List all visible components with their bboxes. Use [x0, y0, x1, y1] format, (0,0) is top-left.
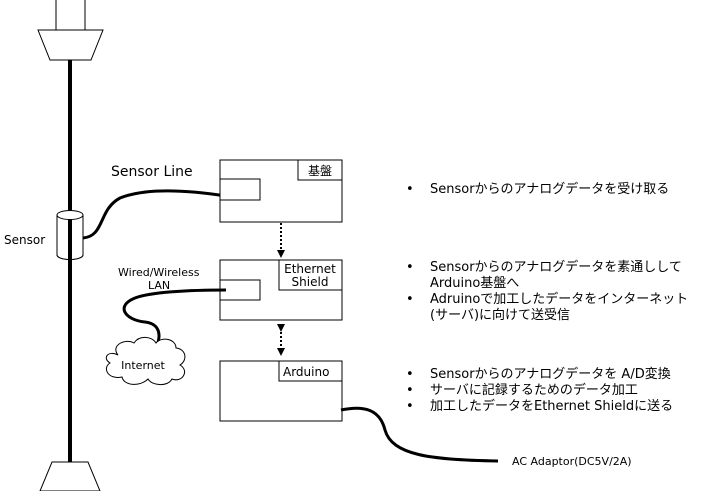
wired-wireless-label: Wired/Wireless [118, 266, 200, 279]
lan-cable [122, 288, 227, 354]
ac-adaptor-cable [340, 406, 499, 463]
note-item: Sensorからのアナログデータを A/D変換 [404, 367, 710, 383]
sensor-line-cable [82, 189, 227, 240]
notes-ethernet-shield: Sensorからのアナログデータを素通しして Arduino基盤へ Adruin… [404, 260, 710, 324]
top-fixture [37, 0, 104, 61]
arduino-label: Arduino [283, 365, 329, 379]
internet-label: Internet [121, 359, 165, 372]
kiban-label: 基盤 [308, 164, 332, 178]
sensor-line-label: Sensor Line [111, 164, 193, 180]
internet-cloud [105, 336, 186, 386]
note-item: Adruinoで加工したデータをインターネット (サーバ)に向けて送受信 [404, 292, 710, 324]
ethernet-shield-label-line2: Shield [292, 275, 329, 289]
note-item: Sensorからのアナログデータを素通しして Arduino基盤へ [404, 260, 710, 292]
arduino-board [219, 360, 343, 422]
bottom-fixture [39, 461, 101, 491]
note-item: Sensorからのアナログデータを受け取る [404, 182, 710, 198]
sensor-label: Sensor [4, 233, 45, 247]
ac-adaptor-label: AC Adaptor(DC5V/2A) [512, 455, 632, 468]
note-item: サーバに記録するためのデータ加工 [404, 383, 710, 399]
notes-kiban: Sensorからのアナログデータを受け取る [404, 182, 710, 198]
notes-arduino: Sensorからのアナログデータを A/D変換 サーバに記録するためのデータ加工… [404, 367, 710, 415]
kiban-board [219, 159, 343, 223]
ethernet-shield-label-line1: Ethernet [284, 262, 336, 276]
note-item: 加工したデータをEthernet Shieldに送る [404, 399, 710, 415]
sensor [56, 210, 84, 262]
lan-label: LAN [148, 279, 170, 292]
